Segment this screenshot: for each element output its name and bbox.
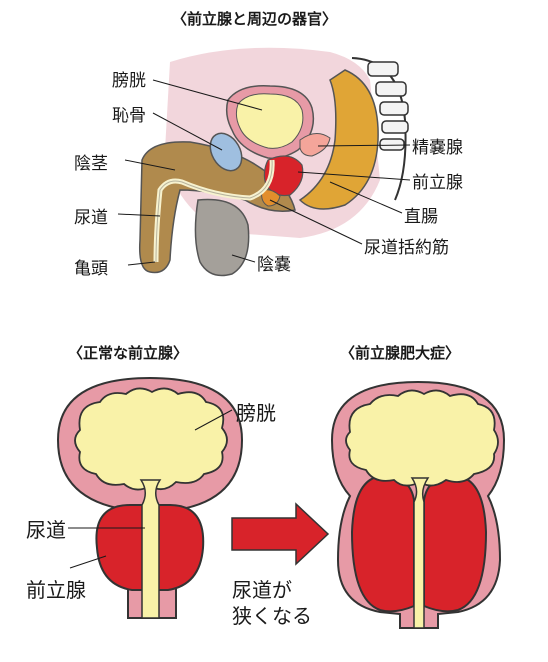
label-pubic-bone: 恥骨 — [112, 106, 146, 126]
seminal-vesicle-shape — [299, 133, 331, 157]
label-bladder: 膀胱 — [112, 71, 146, 91]
normal-bladder-inner — [74, 387, 228, 491]
label-glans: 亀頭 — [74, 259, 108, 279]
bph-bladder-inner — [345, 389, 499, 487]
label-prostate: 前立腺 — [412, 173, 463, 193]
label-rectum: 直腸 — [404, 207, 438, 227]
normal-label-prostate: 前立腺 — [26, 578, 86, 602]
label-penis: 陰茎 — [74, 154, 108, 174]
top-leader-lines — [117, 79, 411, 266]
spine — [351, 57, 409, 201]
top-title: 〈前立腺と周辺の器官〉 — [172, 10, 338, 28]
transition-arrow — [231, 502, 330, 566]
label-urethra: 尿道 — [74, 208, 108, 228]
bph-urethra — [410, 477, 430, 629]
rectum-shape — [298, 69, 379, 210]
sphincter-shape — [261, 189, 281, 207]
scrotum-shape — [194, 198, 250, 277]
label-scrotum: 陰嚢 — [257, 255, 291, 275]
bph-title: 〈前立腺肥大症〉 — [340, 344, 461, 362]
normal-leader-lines — [68, 409, 233, 569]
anatomy-cross-section — [117, 47, 411, 277]
normal-urethra — [139, 479, 162, 619]
pubic-bone-shape — [209, 132, 243, 172]
bph-prostate-left — [350, 474, 415, 613]
bph-prostate-right — [423, 474, 488, 613]
normal-label-bladder: 膀胱 — [236, 401, 276, 425]
arrow-caption-line2: 狭くなる — [232, 604, 312, 628]
normal-title: 〈正常な前立腺〉 — [68, 344, 189, 362]
normal-prostate-diagram — [56, 376, 244, 619]
bph-diagram — [330, 380, 506, 629]
label-sphincter: 尿道括約筋 — [364, 238, 449, 258]
label-seminal-vesicle: 精嚢腺 — [412, 138, 463, 158]
normal-label-urethra: 尿道 — [26, 518, 66, 542]
arrow-caption-line1: 尿道が — [232, 578, 292, 602]
